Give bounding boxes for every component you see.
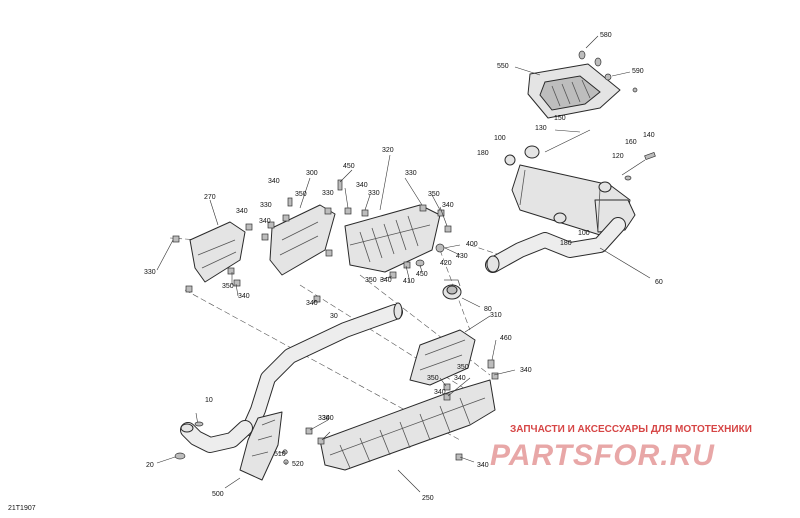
callout-340: 340 [520, 367, 532, 374]
callout-500: 500 [212, 491, 224, 498]
callout-350: 350 [222, 283, 234, 290]
callout-300: 300 [306, 170, 318, 177]
callout-20: 20 [146, 462, 154, 469]
callout-340: 340 [306, 300, 318, 307]
callout-340: 340 [322, 415, 334, 422]
head-pipe-10 [180, 412, 253, 453]
callout-340: 340 [454, 375, 466, 382]
callout-340: 340 [356, 182, 368, 189]
callout-330: 330 [318, 415, 330, 422]
fasteners [172, 179, 499, 461]
bracket-310 [409, 315, 491, 386]
callout-340: 340 [477, 462, 489, 469]
callout-100: 100 [494, 135, 506, 142]
callout-330: 330 [322, 190, 334, 197]
callout-160: 160 [625, 139, 637, 146]
callout-400: 400 [466, 241, 478, 248]
callout-330: 330 [260, 202, 272, 209]
callout-10: 10 [205, 397, 213, 404]
callout-350: 350 [295, 191, 307, 198]
callout-550: 550 [497, 63, 509, 70]
tail-pipe-60 [485, 217, 651, 279]
heat-shield-250 [319, 379, 496, 493]
callout-150: 150 [554, 115, 566, 122]
callout-510: 510 [274, 451, 286, 458]
callout-350: 350 [427, 375, 439, 382]
callout-120: 120 [612, 153, 624, 160]
callout-180: 180 [477, 150, 489, 157]
bracket-300 [269, 177, 336, 276]
diagram-id: 21T1907 [8, 505, 36, 512]
callout-450: 450 [416, 271, 428, 278]
watermark-logo: PARTSFOR.RU [490, 439, 715, 472]
heat-shield-500 [224, 411, 289, 489]
callout-350: 350 [365, 277, 377, 284]
callout-340: 340 [268, 178, 280, 185]
callout-270: 270 [204, 194, 216, 201]
callout-340: 340 [434, 389, 446, 396]
callout-460: 460 [500, 335, 512, 342]
callout-420: 420 [440, 260, 452, 267]
callout-80: 80 [484, 306, 492, 313]
callout-340: 340 [236, 208, 248, 215]
callout-340: 340 [259, 218, 271, 225]
gasket-20 [156, 452, 186, 464]
callout-580: 580 [600, 32, 612, 39]
callout-350: 350 [428, 191, 440, 198]
bracket-270 [189, 199, 246, 283]
callout-340: 340 [442, 202, 454, 209]
muffler-shield-550 [514, 50, 638, 119]
callout-30: 30 [330, 313, 338, 320]
callout-250: 250 [422, 495, 434, 502]
watermark-tagline: ЗАПЧАСТИ И АКСЕССУАРЫ ДЛЯ МОТОТЕХНИКИ [510, 424, 752, 435]
callout-330: 330 [144, 269, 156, 276]
callout-520: 520 [292, 461, 304, 468]
callout-330: 330 [405, 170, 417, 177]
callout-340: 340 [238, 293, 250, 300]
watermark: ЗАПЧАСТИ И АКСЕССУАРЫ ДЛЯ МОТОТЕХНИКИ PA… [490, 424, 752, 472]
callout-140: 140 [643, 132, 655, 139]
callout-410: 410 [403, 278, 415, 285]
callout-450: 450 [343, 163, 355, 170]
callout-130: 130 [535, 125, 547, 132]
callout-350: 350 [457, 364, 469, 371]
callout-labels: 10 20 30 60 80 100 100 120 130 140 150 1… [144, 32, 663, 502]
callout-590: 590 [632, 68, 644, 75]
callout-180: 180 [560, 240, 572, 247]
callout-100: 100 [578, 230, 590, 237]
callout-60: 60 [655, 279, 663, 286]
callout-330: 330 [368, 190, 380, 197]
callout-340: 340 [380, 277, 392, 284]
clamp-80 [442, 279, 481, 308]
callout-310: 310 [490, 312, 502, 319]
callout-320: 320 [382, 147, 394, 154]
exhaust-pipe-30 [242, 302, 403, 436]
callout-430: 430 [456, 253, 468, 260]
leader-lines [156, 169, 516, 465]
heat-shield-320 [344, 154, 441, 273]
